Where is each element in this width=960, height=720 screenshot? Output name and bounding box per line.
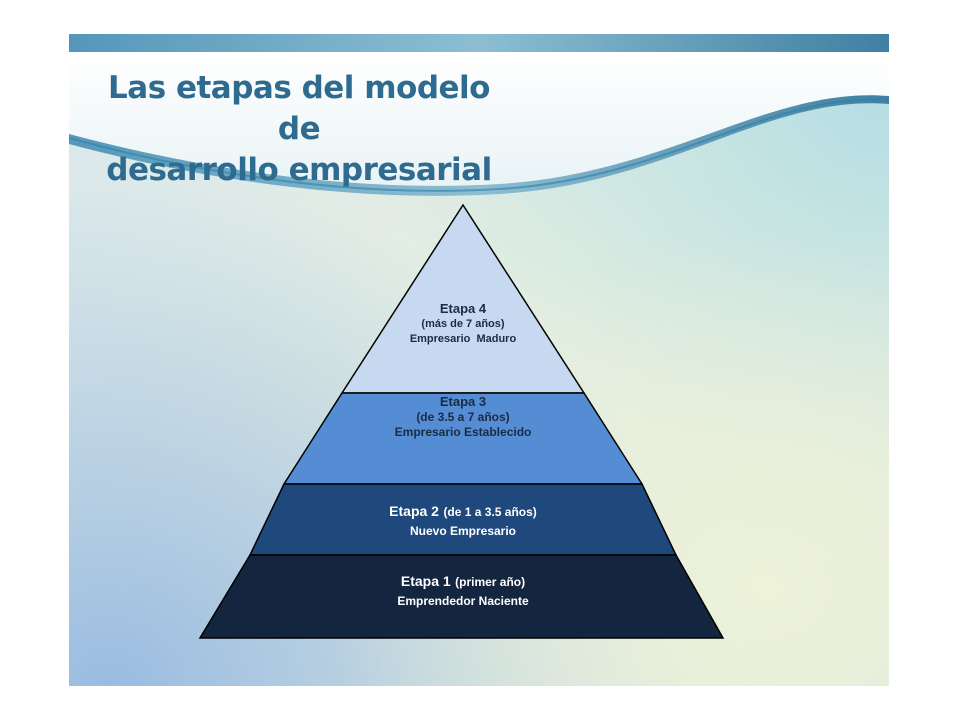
level-3-stage: Etapa 3: [439, 394, 487, 409]
level-2-labels: Etapa 2 (de 1 a 3.5 años) Nuevo Empresar…: [313, 502, 613, 541]
level-1-period: (primer año): [455, 575, 526, 589]
level-3-period: (de 3.5 a 7 años): [416, 410, 510, 424]
slide-title-line1: Las etapas del modelo de: [108, 70, 490, 147]
level-2-stage: Etapa 2: [389, 503, 439, 519]
slide-title: Las etapas del modelo de desarrollo empr…: [89, 68, 509, 191]
level-1-stage: Etapa 1: [400, 573, 451, 589]
slide-title-line2: desarrollo empresarial: [106, 152, 492, 188]
level-3-name: Empresario Establecido: [394, 425, 532, 439]
level-4-stage: Etapa 4: [439, 301, 487, 316]
level-2-period: (de 1 a 3.5 años): [443, 505, 537, 519]
level-1-name: Emprendedor Naciente: [397, 594, 529, 608]
level-4-period: (más de 7 años): [421, 318, 505, 330]
pyramid-level-1: [198, 554, 725, 639]
level-4-labels: Etapa 4 (más de 7 años) Empresario Madur…: [363, 300, 563, 347]
level-1-labels: Etapa 1 (primer año) Emprendedor Nacient…: [313, 572, 613, 611]
level-2-name: Nuevo Empresario: [409, 524, 517, 538]
level-4-name: Empresario Maduro: [409, 333, 517, 345]
level-3-labels: Etapa 3 (de 3.5 a 7 años) Empresario Est…: [343, 393, 583, 440]
decorative-wave-header: [69, 34, 889, 196]
pyramid-level-4: [340, 203, 586, 394]
